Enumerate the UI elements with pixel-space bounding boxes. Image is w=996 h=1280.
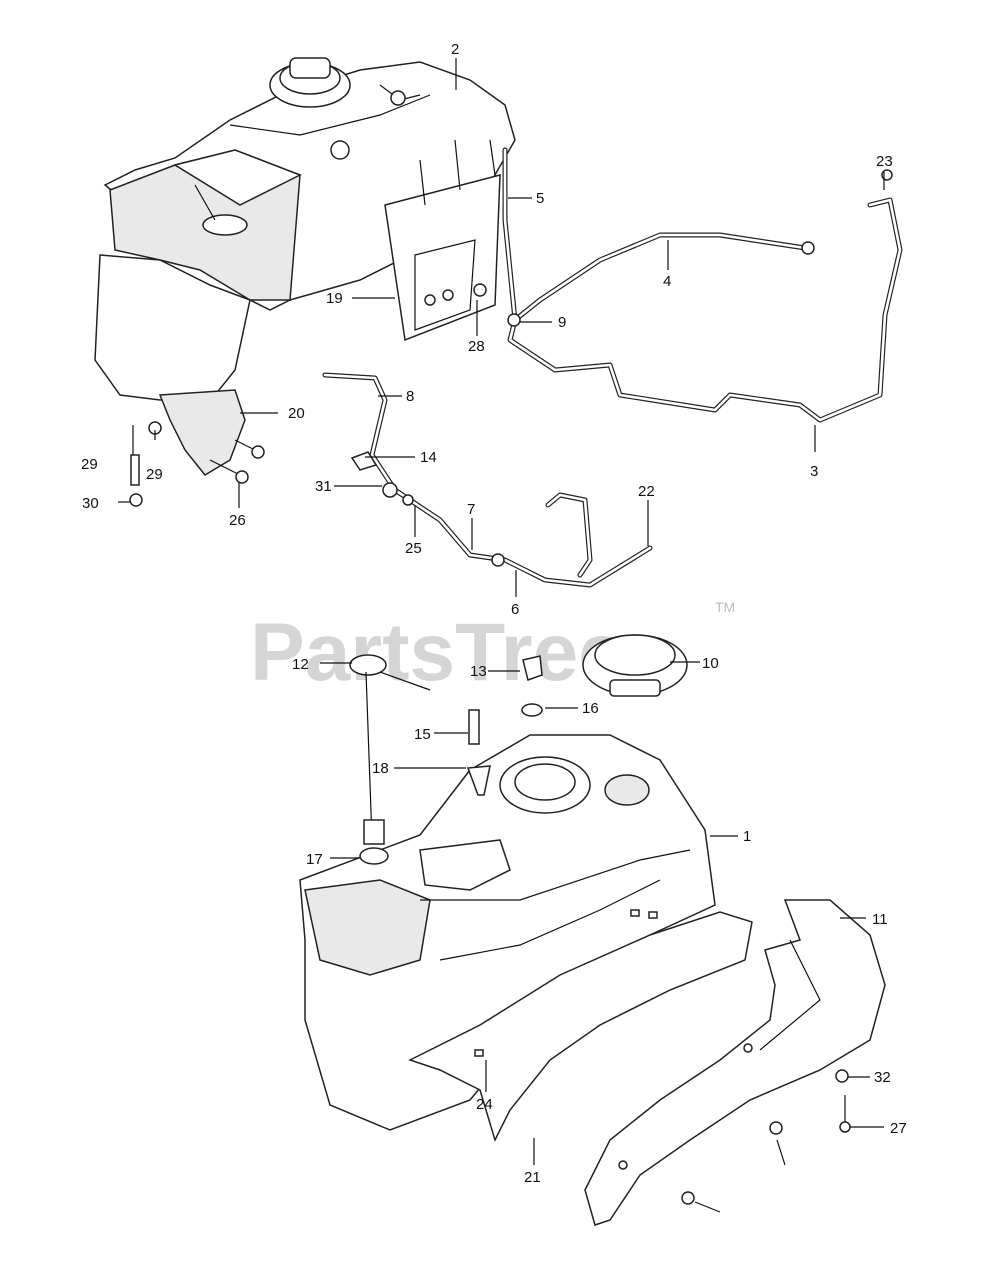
- watermark-text: PartsTree: [250, 607, 624, 698]
- callout-17: 17: [306, 851, 323, 868]
- callout-30: 30: [82, 495, 99, 512]
- callout-28: 28: [468, 338, 485, 355]
- callout-29-left: 29: [81, 456, 98, 473]
- lower-fuel-tank-assembly: [299, 634, 886, 1226]
- watermark: PartsTree TM: [250, 599, 735, 698]
- callout-19: 19: [326, 290, 343, 307]
- callout-8: 8: [406, 388, 414, 405]
- upper-fuel-lines: [502, 147, 903, 423]
- callout-27: 27: [890, 1120, 907, 1137]
- upper-fuel-tank-assembly: [94, 57, 516, 507]
- callout-24: 24: [476, 1096, 493, 1113]
- callout-16: 16: [582, 700, 599, 717]
- callout-25: 25: [405, 540, 422, 557]
- watermark-trademark: TM: [715, 599, 735, 615]
- callout-14: 14: [420, 449, 437, 466]
- callout-2: 2: [451, 41, 459, 58]
- callout-23: 23: [876, 153, 893, 170]
- leader-lines: [118, 58, 885, 1165]
- callout-7: 7: [467, 501, 475, 518]
- callout-29-right: 29: [146, 466, 163, 483]
- callout-21: 21: [524, 1169, 541, 1186]
- callout-15: 15: [414, 726, 431, 743]
- callout-4: 4: [663, 273, 671, 290]
- callout-labels: 2 5 23 4 19 28 9 8 20 3 29 29 14 30 31 2…: [81, 41, 907, 1186]
- callout-5: 5: [536, 190, 544, 207]
- callout-18: 18: [372, 760, 389, 777]
- callout-26: 26: [229, 512, 246, 529]
- callout-31: 31: [315, 478, 332, 495]
- callout-11: 11: [872, 911, 888, 928]
- callout-12: 12: [292, 656, 309, 673]
- callout-13: 13: [470, 663, 487, 680]
- callout-9: 9: [558, 314, 566, 331]
- callout-32: 32: [874, 1069, 891, 1086]
- callout-10: 10: [702, 655, 719, 672]
- callout-20: 20: [288, 405, 305, 422]
- callout-1: 1: [743, 828, 751, 845]
- callout-22: 22: [638, 483, 655, 500]
- middle-fuel-line-assembly: [322, 372, 653, 588]
- callout-3: 3: [810, 463, 818, 480]
- callout-6: 6: [511, 601, 519, 618]
